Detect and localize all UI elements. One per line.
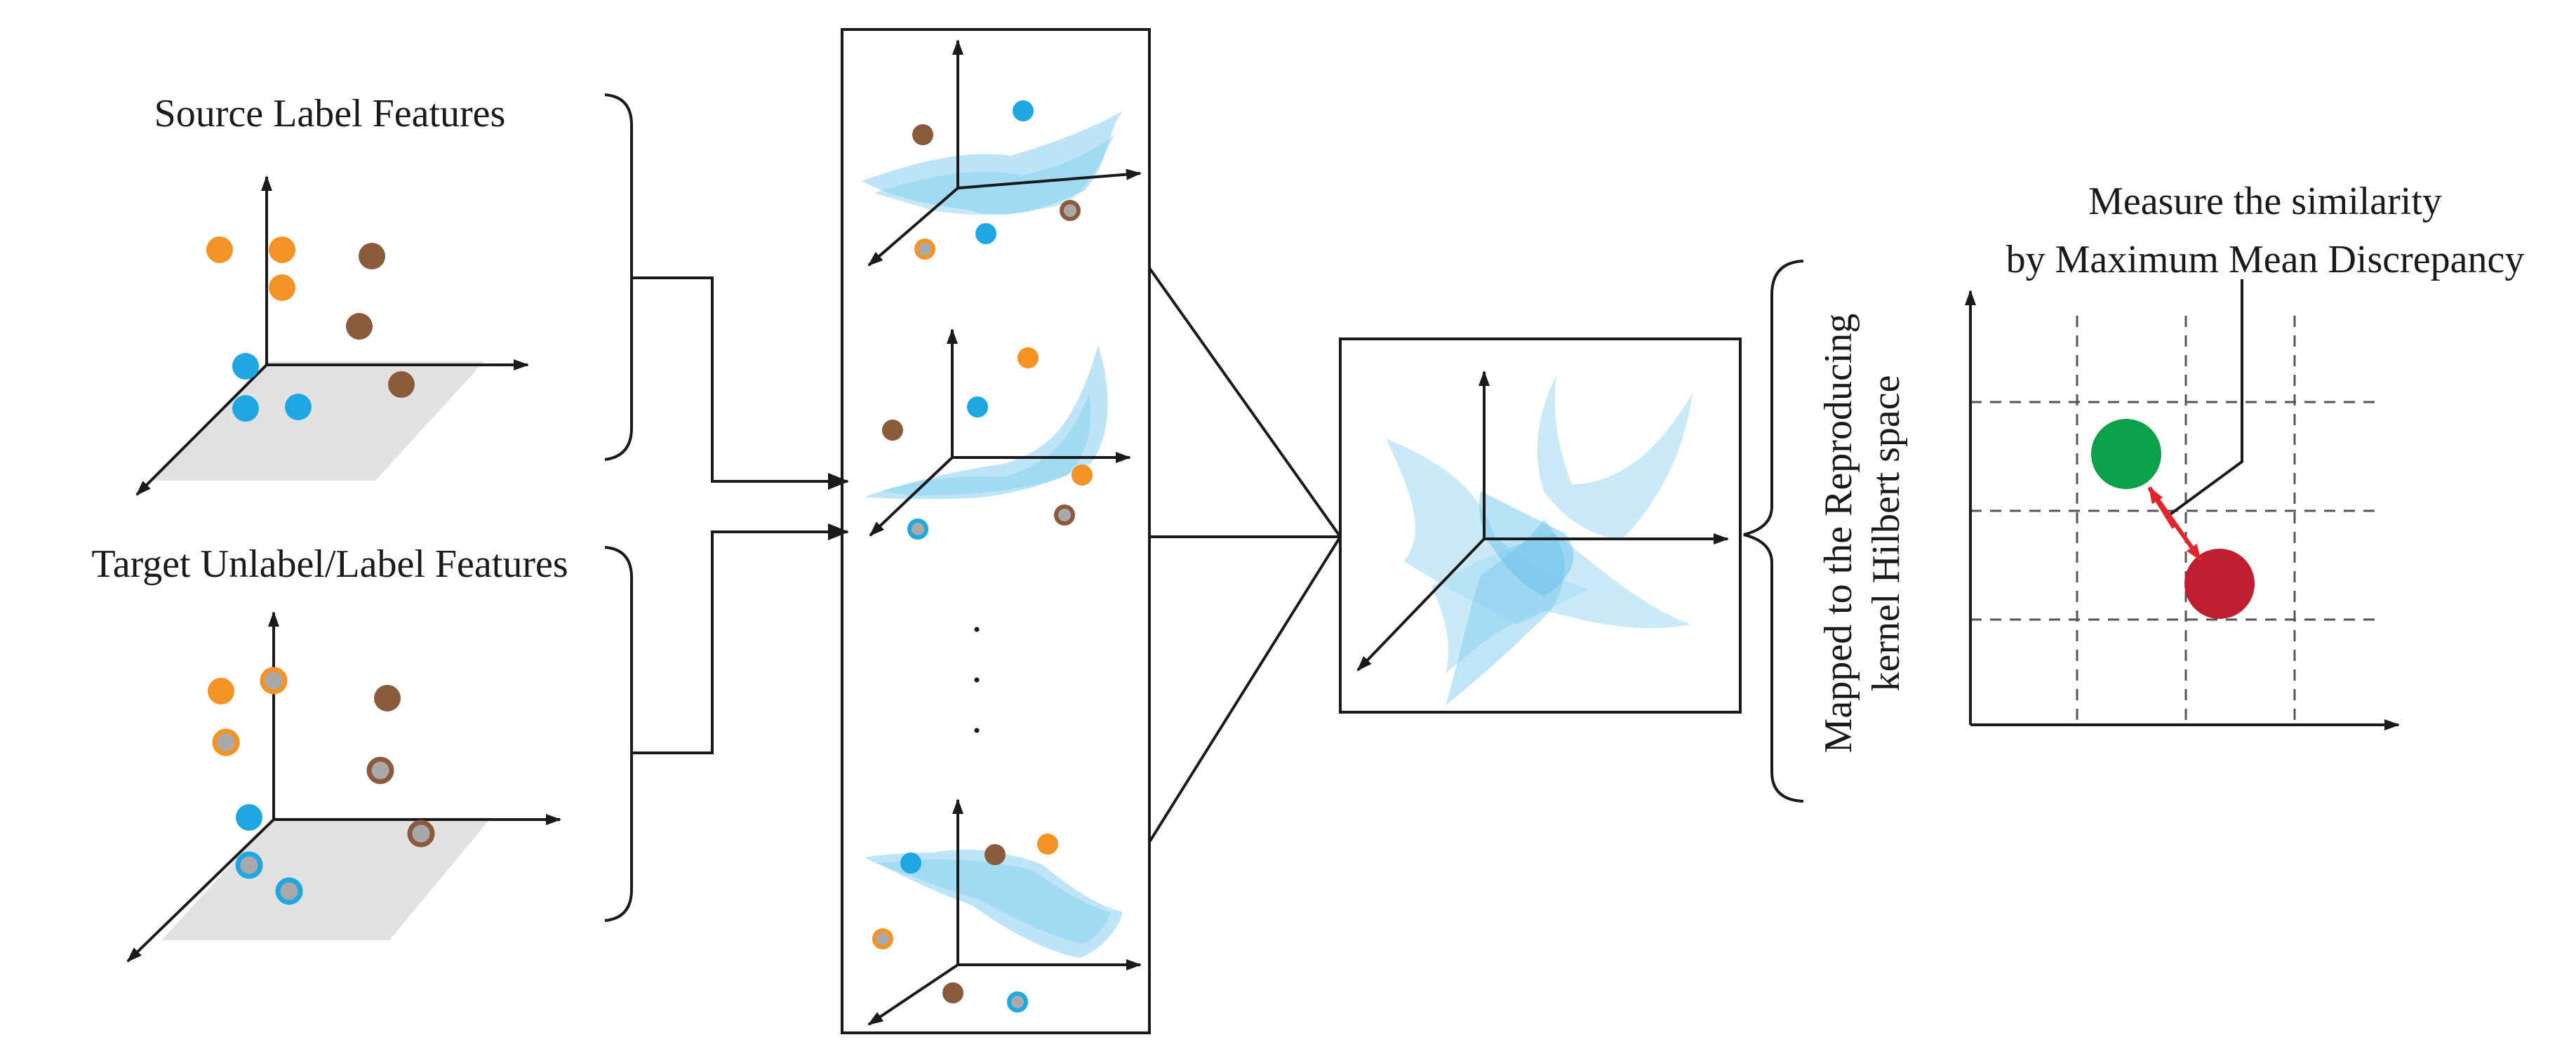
target-features-plot <box>126 611 561 963</box>
target-point-orange <box>208 678 234 704</box>
ellipsis-dot <box>974 677 980 683</box>
target-point-orange-ring <box>260 667 288 695</box>
kernel-mapping-3 <box>865 799 1142 1026</box>
target-plane <box>161 817 491 940</box>
manifold-surface-icon <box>877 859 1110 944</box>
point-blue <box>967 396 988 417</box>
source-point-blue <box>232 353 259 380</box>
rkhs-brace-icon <box>1743 260 1804 803</box>
target-point-blue-ring <box>275 877 303 905</box>
source-point-orange <box>206 236 233 263</box>
axis-z <box>867 187 959 267</box>
funnel-line-bottom <box>1148 535 1342 843</box>
kernel-mapping-1 <box>862 39 1142 267</box>
point-orange-ring <box>914 239 935 260</box>
target-point-brown-ring <box>407 820 435 848</box>
point-brown-ring <box>1054 505 1075 526</box>
axis-z <box>867 963 959 1026</box>
point-orange <box>1037 834 1058 855</box>
source-point-blue <box>232 395 259 422</box>
source-brace-icon <box>604 93 633 461</box>
point-orange <box>1072 465 1093 486</box>
point-brown-ring <box>1060 200 1081 221</box>
source-plane <box>151 361 484 481</box>
mmd-caption-line1: Measure the similarity <box>2088 180 2442 223</box>
point-brown <box>912 124 933 145</box>
point-orange-ring <box>872 928 893 949</box>
source-point-orange <box>269 236 295 263</box>
source-point-brown <box>346 313 373 340</box>
point-brown <box>882 420 903 441</box>
manifold-surface-icon <box>874 135 1114 215</box>
target-point-brown <box>374 685 401 711</box>
point-blue <box>1013 100 1034 121</box>
mmd-plot <box>1965 279 2400 730</box>
point-blue-ring <box>907 519 928 540</box>
axis-z <box>1356 537 1486 672</box>
kernel-mapping-2 <box>865 328 1131 540</box>
ellipsis-dot <box>974 627 980 632</box>
manifold-surface-icon <box>881 393 1091 495</box>
ellipsis-dot <box>974 728 980 733</box>
target-axis-z <box>126 818 275 963</box>
source-mean-point <box>2091 419 2161 489</box>
source-point-brown <box>388 371 415 398</box>
axis-x <box>957 168 1142 189</box>
point-blue <box>975 223 996 244</box>
manifold-surface-icon <box>862 111 1123 215</box>
target-mean-point <box>2184 549 2255 619</box>
target-brace-icon <box>604 546 633 922</box>
funnel-line-top <box>1148 267 1342 538</box>
source-axis-z <box>135 363 268 496</box>
manifold-surface-icon <box>1446 519 1565 705</box>
mmd-caption-line2: by Maximum Mean Discrepancy <box>2006 238 2525 281</box>
manifold-surface-icon <box>865 345 1108 500</box>
source-point-orange <box>269 274 295 301</box>
target-point-brown-ring <box>366 756 394 784</box>
mmd-distance-arrow <box>2147 486 2203 561</box>
target-point-blue-ring <box>235 851 263 879</box>
target-features-title: Target Unlabel/Label Features <box>91 542 568 586</box>
source-connector-arrow <box>632 276 849 490</box>
manifold-surface-icon <box>1479 491 1574 596</box>
target-point-orange-ring <box>212 728 240 756</box>
source-features-title: Source Label Features <box>154 92 506 135</box>
mmd-pointer-line <box>2167 279 2243 517</box>
source-features-plot <box>135 175 529 496</box>
point-orange <box>1017 347 1039 368</box>
point-blue-ring <box>1007 991 1028 1013</box>
point-blue <box>900 853 921 874</box>
point-brown <box>985 844 1006 865</box>
source-point-brown <box>359 243 385 269</box>
kernel-mappings-panel <box>841 28 1151 1034</box>
axis-z <box>869 456 954 537</box>
rkhs-caption-line2: kernel Hilbert space <box>1864 375 1908 692</box>
source-point-blue <box>285 394 312 420</box>
manifold-surface-icon <box>1537 375 1693 540</box>
target-point-blue <box>236 804 262 831</box>
manifold-surface-icon <box>865 850 1123 958</box>
rkhs-caption-line1: Mapped to the Reproducing <box>1817 314 1860 754</box>
ellipsis-dots <box>974 627 980 733</box>
target-connector-arrow <box>632 523 849 754</box>
point-brown <box>942 982 963 1003</box>
rkhs-plot <box>1356 370 1729 705</box>
